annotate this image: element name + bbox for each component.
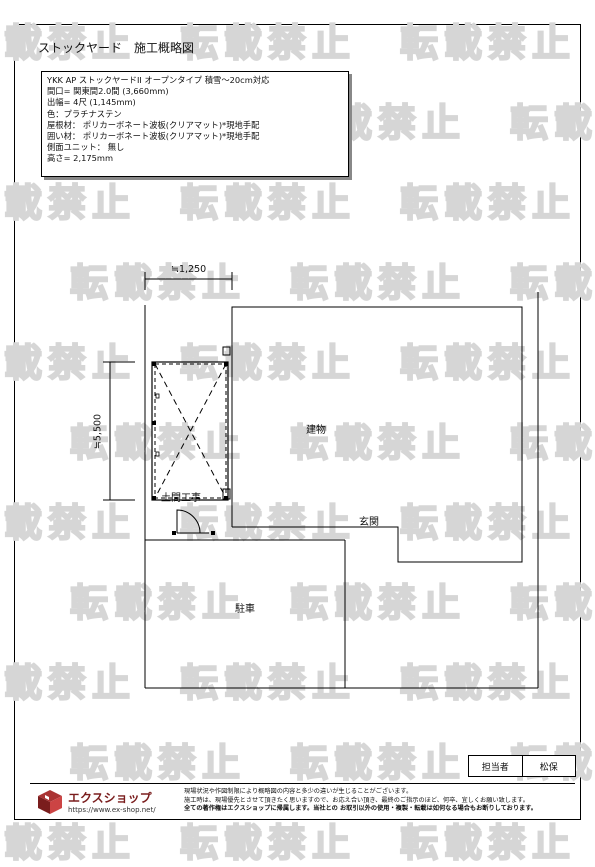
company-logo: エクスショップ https://www.ex-shop.net/ bbox=[36, 788, 176, 816]
earth-floor-label: 土間工事 bbox=[161, 493, 201, 504]
footer-note-2: 施工時は、現場優先とさせて頂きたく思いますので、お応え合い頂き、最終のご指示のほ… bbox=[184, 796, 529, 804]
spec-line: 色：プラチナステン bbox=[47, 108, 122, 119]
spec-line: 屋根材： ポリカーボネート波板(クリアマット)*現地手配 bbox=[47, 119, 260, 130]
footer: エクスショップ https://www.ex-shop.net/ 現場状況や作図… bbox=[30, 783, 575, 818]
page-title: ストックヤード 施工概略図 bbox=[38, 41, 195, 55]
box-logo-icon bbox=[38, 790, 62, 814]
stockyard-roof bbox=[154, 363, 227, 499]
spec-line: YKK AP ストックヤードII オープンタイプ 積雪～20cm対応 bbox=[47, 75, 270, 85]
parking-label: 駐車 bbox=[235, 604, 255, 615]
company-name: エクスショップ bbox=[68, 791, 152, 805]
spec-box: YKK AP ストックヤードII オープンタイプ 積雪～20cm対応間口= 関東… bbox=[41, 71, 349, 177]
company-url[interactable]: https://www.ex-shop.net/ bbox=[68, 806, 156, 814]
spec-line: 出幅= 4尺 (1,145mm) bbox=[47, 97, 136, 108]
footer-note-3: 全ての著作権はエクスショップに帰属します。当社との お取引以外の使用・複製・転載… bbox=[184, 805, 537, 812]
stockyard-outline bbox=[151, 361, 229, 501]
staff-name: 松保 bbox=[539, 762, 558, 773]
footer-note-1: 現場状況や作図制限により概略図の内容と多少の違いが生じることがございます。 bbox=[184, 788, 413, 795]
depth-dimension-label: ≒5,500 bbox=[92, 413, 104, 450]
spec-line: 間口= 関東間2.0間 (3,660mm) bbox=[47, 86, 169, 97]
width-dimension-label: ≒1,250 bbox=[171, 264, 207, 275]
door-swing bbox=[176, 509, 201, 534]
building-label: 建物 bbox=[306, 425, 326, 436]
stockyard-posts bbox=[152, 362, 228, 535]
building-outline bbox=[231, 306, 523, 563]
site-plan bbox=[103, 272, 539, 689]
staff-header: 担当者 bbox=[469, 756, 523, 776]
page-frame bbox=[14, 24, 581, 820]
wall-marker-top bbox=[222, 346, 231, 356]
staff-box: 担当者 松保 bbox=[468, 755, 576, 777]
spec-line: 高さ= 2,175mm bbox=[47, 153, 114, 164]
spec-line: 囲い材： ポリカーボネート波板(クリアマット)*現地手配 bbox=[47, 131, 260, 142]
footer-notes: 現場状況や作図制限により概略図の内容と多少の違いが生じることがございます。 施工… bbox=[184, 788, 537, 814]
spec-line: 側面ユニット： 無し bbox=[47, 142, 125, 153]
entrance-label: 玄関 bbox=[359, 517, 379, 528]
stockyard-brace-2 bbox=[154, 363, 227, 499]
